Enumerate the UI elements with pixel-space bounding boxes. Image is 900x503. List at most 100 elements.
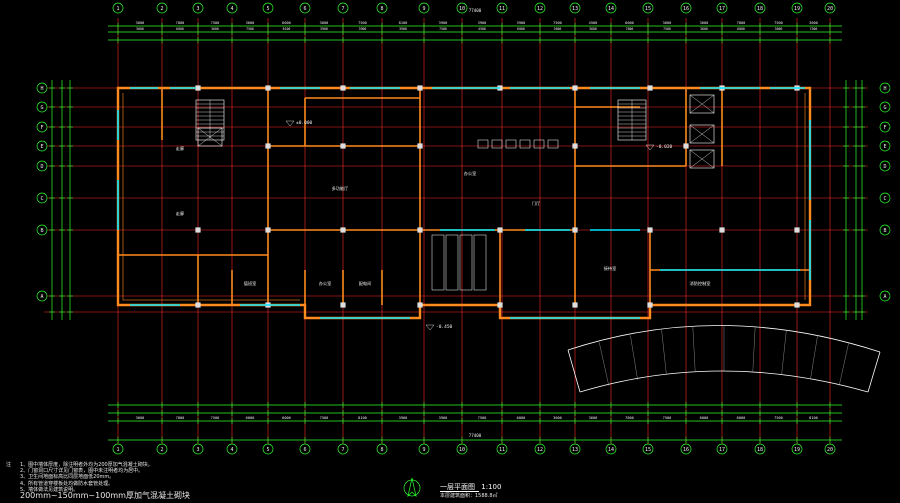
axis-number: 8 <box>380 447 383 453</box>
column <box>340 85 346 91</box>
elevator-shaft <box>197 127 223 147</box>
elevation-mark: ±0.000 <box>296 120 313 126</box>
dimension-text: 3600 <box>775 27 783 31</box>
column <box>647 85 653 91</box>
axis-number: 12 <box>537 447 543 453</box>
stall <box>473 234 487 291</box>
axis-bubble <box>824 2 836 14</box>
canopy-rib <box>661 329 667 376</box>
axis-bubble <box>376 2 388 14</box>
seat <box>491 139 503 149</box>
drawing-name: 一层平面图 <box>440 483 479 492</box>
dimension-text: 7500 <box>810 27 818 31</box>
canopy-edge <box>867 351 881 393</box>
axis-bubble <box>879 290 891 302</box>
axis-number: 7 <box>341 447 344 453</box>
column <box>719 227 725 233</box>
exterior-wall-inner <box>122 93 300 301</box>
axis-letter: A <box>40 294 43 300</box>
room-label: 办公室 <box>464 170 477 177</box>
room-label: 消防控制室 <box>690 280 711 287</box>
elevation-symbol <box>645 144 655 151</box>
elevator-shaft <box>689 124 715 144</box>
room-label: 配电间 <box>359 280 372 287</box>
axis-number: 14 <box>608 447 614 453</box>
dimension-text: 3900 <box>439 416 448 420</box>
dimension-text: 6000 <box>517 416 526 420</box>
dimension-text: 7800 <box>625 416 634 420</box>
axis-number: 11 <box>499 6 505 12</box>
axis-bubble <box>226 2 238 14</box>
elevator-cross <box>689 94 715 114</box>
stall <box>445 234 459 291</box>
axis-letter: D <box>40 164 43 170</box>
dimension-text: 6000 <box>700 416 709 420</box>
dimension-text: 3600 <box>700 27 708 31</box>
elevation-symbol <box>425 324 435 331</box>
dimension-text: 3600 <box>663 21 672 25</box>
axis-bubble <box>824 443 836 455</box>
axis-letter: B <box>40 228 43 234</box>
canopy-rib <box>630 335 638 380</box>
dimension-text: 3600 <box>136 27 144 31</box>
axis-number: 10 <box>459 6 465 12</box>
axis-number: 11 <box>499 447 505 453</box>
axis-number: 6 <box>303 447 306 453</box>
axis-bubble <box>569 443 581 455</box>
note-item: 3、卫生间地面标高比同层地面低20mm。 <box>20 474 115 481</box>
axis-number: 15 <box>645 447 651 453</box>
axis-bubble <box>791 443 803 455</box>
column <box>572 143 578 149</box>
note-item: 5、墙体做法见建筑说明。 <box>20 486 79 493</box>
dimension-text: 8100 <box>399 21 408 25</box>
axis-letter: D <box>883 164 886 170</box>
axis-bubble <box>112 443 124 455</box>
dimension-text: 3600 <box>809 21 818 25</box>
notes-header: 注 <box>6 462 12 468</box>
dimension-text: 7500 <box>358 21 367 25</box>
axis-letter: G <box>40 105 43 111</box>
axis-bubble <box>299 2 311 14</box>
note-item: 4、所有管道穿楼板处均做防水套管处理。 <box>20 480 114 487</box>
dimension-text: 3900 <box>478 21 487 25</box>
dimension-text: 7800 <box>176 416 185 420</box>
axis-bubble <box>754 443 766 455</box>
axis-number: 4 <box>230 6 233 12</box>
axis-bubble <box>534 2 546 14</box>
dimension-text: 6000 <box>737 27 745 31</box>
dimension-text: 7500 <box>553 21 562 25</box>
axis-number: 4 <box>230 447 233 453</box>
axis-letter: F <box>883 125 886 131</box>
stall <box>459 234 473 291</box>
axis-letter: F <box>40 125 43 131</box>
axis-letter: H <box>40 86 43 92</box>
seat <box>547 139 559 149</box>
stall <box>431 234 445 291</box>
drawing-scale: 1:100 <box>481 483 502 491</box>
canopy-rib <box>810 335 818 380</box>
column <box>417 227 423 233</box>
elevator-shaft <box>689 149 715 169</box>
dimension-text: 3600 <box>211 27 219 31</box>
axis-bubble <box>36 290 48 302</box>
axis-bubble <box>879 192 891 204</box>
axis-letter: B <box>883 228 886 234</box>
axis-bubble <box>534 443 546 455</box>
axis-bubble <box>879 82 891 94</box>
axis-bubble <box>36 82 48 94</box>
north-arrow-icon <box>403 477 421 498</box>
axis-bubble <box>226 443 238 455</box>
dimension-text: 3600 <box>589 27 597 31</box>
axis-bubble <box>496 443 508 455</box>
dimension-text: 7500 <box>663 27 671 31</box>
axis-bubble <box>754 2 766 14</box>
column <box>265 227 271 233</box>
column <box>340 227 346 233</box>
axis-number: 19 <box>794 447 800 453</box>
room-label: 值班室 <box>244 280 257 287</box>
axis-number: 17 <box>719 6 725 12</box>
elevation-symbol <box>285 120 295 127</box>
axis-bubble <box>418 443 430 455</box>
